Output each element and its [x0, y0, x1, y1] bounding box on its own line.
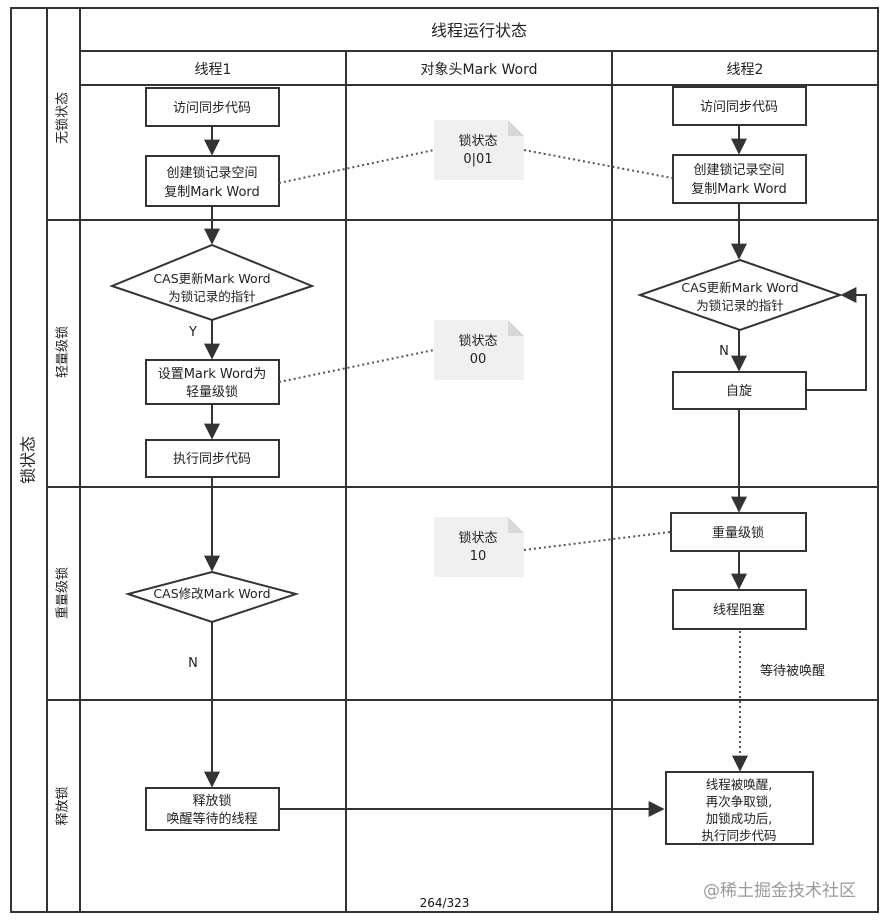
note-lightweight: 锁状态 00 — [434, 320, 524, 380]
thread2-awakened-line1: 线程被唤醒, — [706, 777, 772, 792]
watermark: @稀土掘金技术社区 — [703, 881, 856, 901]
arrow-t2-spin-loop — [806, 287, 867, 391]
thread2-no-label: N — [719, 344, 729, 359]
note-heavyweight-line1: 锁状态 — [458, 530, 497, 546]
thread1-release-lock-line2: 唤醒等待的线程 — [166, 811, 257, 827]
dotted-t1-create-to-note-unlocked — [278, 149, 435, 184]
thread2-access-sync-code-label: 访问同步代码 — [700, 100, 778, 115]
outer-border — [10, 7, 879, 913]
thread1-access-sync-code-label: 访问同步代码 — [173, 101, 251, 116]
thread2-spin-node: 自旋 — [672, 371, 807, 410]
diagram-title: 线程运行状态 — [431, 21, 527, 40]
thread2-cas-update-line1: CAS更新Mark Word — [681, 280, 798, 295]
dotted-note-unlocked-to-t2-create — [523, 149, 673, 179]
thread1-cas-update-line1: CAS更新Mark Word — [153, 271, 270, 286]
lane-label-release: 释放锁 — [55, 786, 71, 825]
thread1-create-lock-record-node: 创建锁记录空间 复制Mark Word — [145, 155, 280, 207]
note-lightweight-line1: 锁状态 — [458, 333, 497, 349]
thread1-cas-modify-decision: CAS修改Mark Word — [124, 570, 300, 624]
thread1-release-lock-node: 释放锁 唤醒等待的线程 — [145, 787, 280, 831]
column-header-object-header: 对象头Mark Word — [421, 62, 538, 78]
thread1-no-label: N — [188, 656, 198, 671]
lane-label-lightweight: 轻量级锁 — [55, 326, 71, 378]
note-unlocked-line2: 0|01 — [463, 152, 492, 167]
note-unlocked: 锁状态 0|01 — [434, 120, 524, 180]
thread2-arrows — [731, 125, 867, 590]
column-header-thread2: 线程2 — [727, 62, 764, 78]
note-heavyweight: 锁状态 10 — [434, 517, 524, 577]
thread1-cas-modify-label: CAS修改Mark Word — [153, 586, 270, 601]
thread2-heavyweight-lock-label: 重量级锁 — [712, 525, 764, 541]
lane-label-heavyweight: 重量级锁 — [55, 567, 71, 619]
thread2-waiting-label: 等待被唤醒 — [760, 663, 825, 679]
thread2-access-sync-code-node: 访问同步代码 — [672, 86, 807, 126]
thread1-release-lock-line1: 释放锁 — [192, 793, 231, 809]
thread1-arrows — [204, 126, 665, 817]
thread2-cas-update-line2: 为锁记录的指针 — [696, 298, 784, 313]
thread1-yes-label: Y — [188, 325, 197, 340]
column-header-thread1: 线程1 — [195, 62, 232, 78]
dotted-connectors — [278, 149, 748, 772]
thread2-spin-label: 自旋 — [726, 384, 752, 399]
dotted-note-heavyweight-to-t2-heavy — [523, 531, 671, 551]
note-unlocked-line1: 锁状态 — [458, 133, 497, 149]
thread1-execute-sync-code-label: 执行同步代码 — [173, 452, 251, 467]
thread2-awakened-line4: 执行同步代码 — [701, 828, 776, 843]
lane-label-lock-free: 无锁状态 — [55, 92, 71, 144]
thread2-heavyweight-lock-node: 重量级锁 — [670, 512, 807, 552]
thread1-set-mark-word-node: 设置Mark Word为 轻量级锁 — [145, 359, 280, 405]
thread1-cas-update-line2: 为锁记录的指针 — [168, 289, 256, 304]
note-heavyweight-line2: 10 — [470, 549, 487, 564]
thread1-access-sync-code-node: 访问同步代码 — [145, 87, 280, 127]
diagram-frame — [10, 7, 879, 913]
thread2-create-lock-record-node: 创建锁记录空间 复制Mark Word — [672, 154, 807, 204]
thread2-cas-update-decision: CAS更新Mark Word 为锁记录的指针 — [636, 258, 844, 332]
thread2-awakened-line2: 再次争取锁, — [706, 794, 772, 809]
thread1-execute-sync-code-node: 执行同步代码 — [145, 439, 280, 478]
thread1-set-mark-word-line2: 轻量级锁 — [186, 384, 238, 400]
outer-label-lock-state: 锁状态 — [19, 436, 38, 484]
dotted-t1-set-to-note-lightweight — [278, 349, 435, 383]
thread1-cas-update-decision: CAS更新Mark Word 为锁记录的指针 — [109, 243, 315, 322]
thread2-create-lock-record-line2: 复制Mark Word — [691, 182, 787, 197]
thread2-awakened-line3: 加锁成功后, — [706, 811, 772, 826]
thread1-create-lock-record-line2: 复制Mark Word — [164, 185, 260, 200]
thread1-create-lock-record-line1: 创建锁记录空间 — [166, 165, 257, 181]
thread2-thread-blocked-node: 线程阻塞 — [672, 589, 807, 630]
thread2-awakened-node: 线程被唤醒, 再次争取锁, 加锁成功后, 执行同步代码 — [665, 771, 814, 845]
page-number: 264/323 — [419, 896, 470, 910]
thread2-thread-blocked-label: 线程阻塞 — [713, 602, 765, 618]
note-lightweight-line2: 00 — [470, 352, 487, 367]
thread1-set-mark-word-line1: 设置Mark Word为 — [158, 367, 267, 382]
thread2-create-lock-record-line1: 创建锁记录空间 — [693, 162, 784, 178]
